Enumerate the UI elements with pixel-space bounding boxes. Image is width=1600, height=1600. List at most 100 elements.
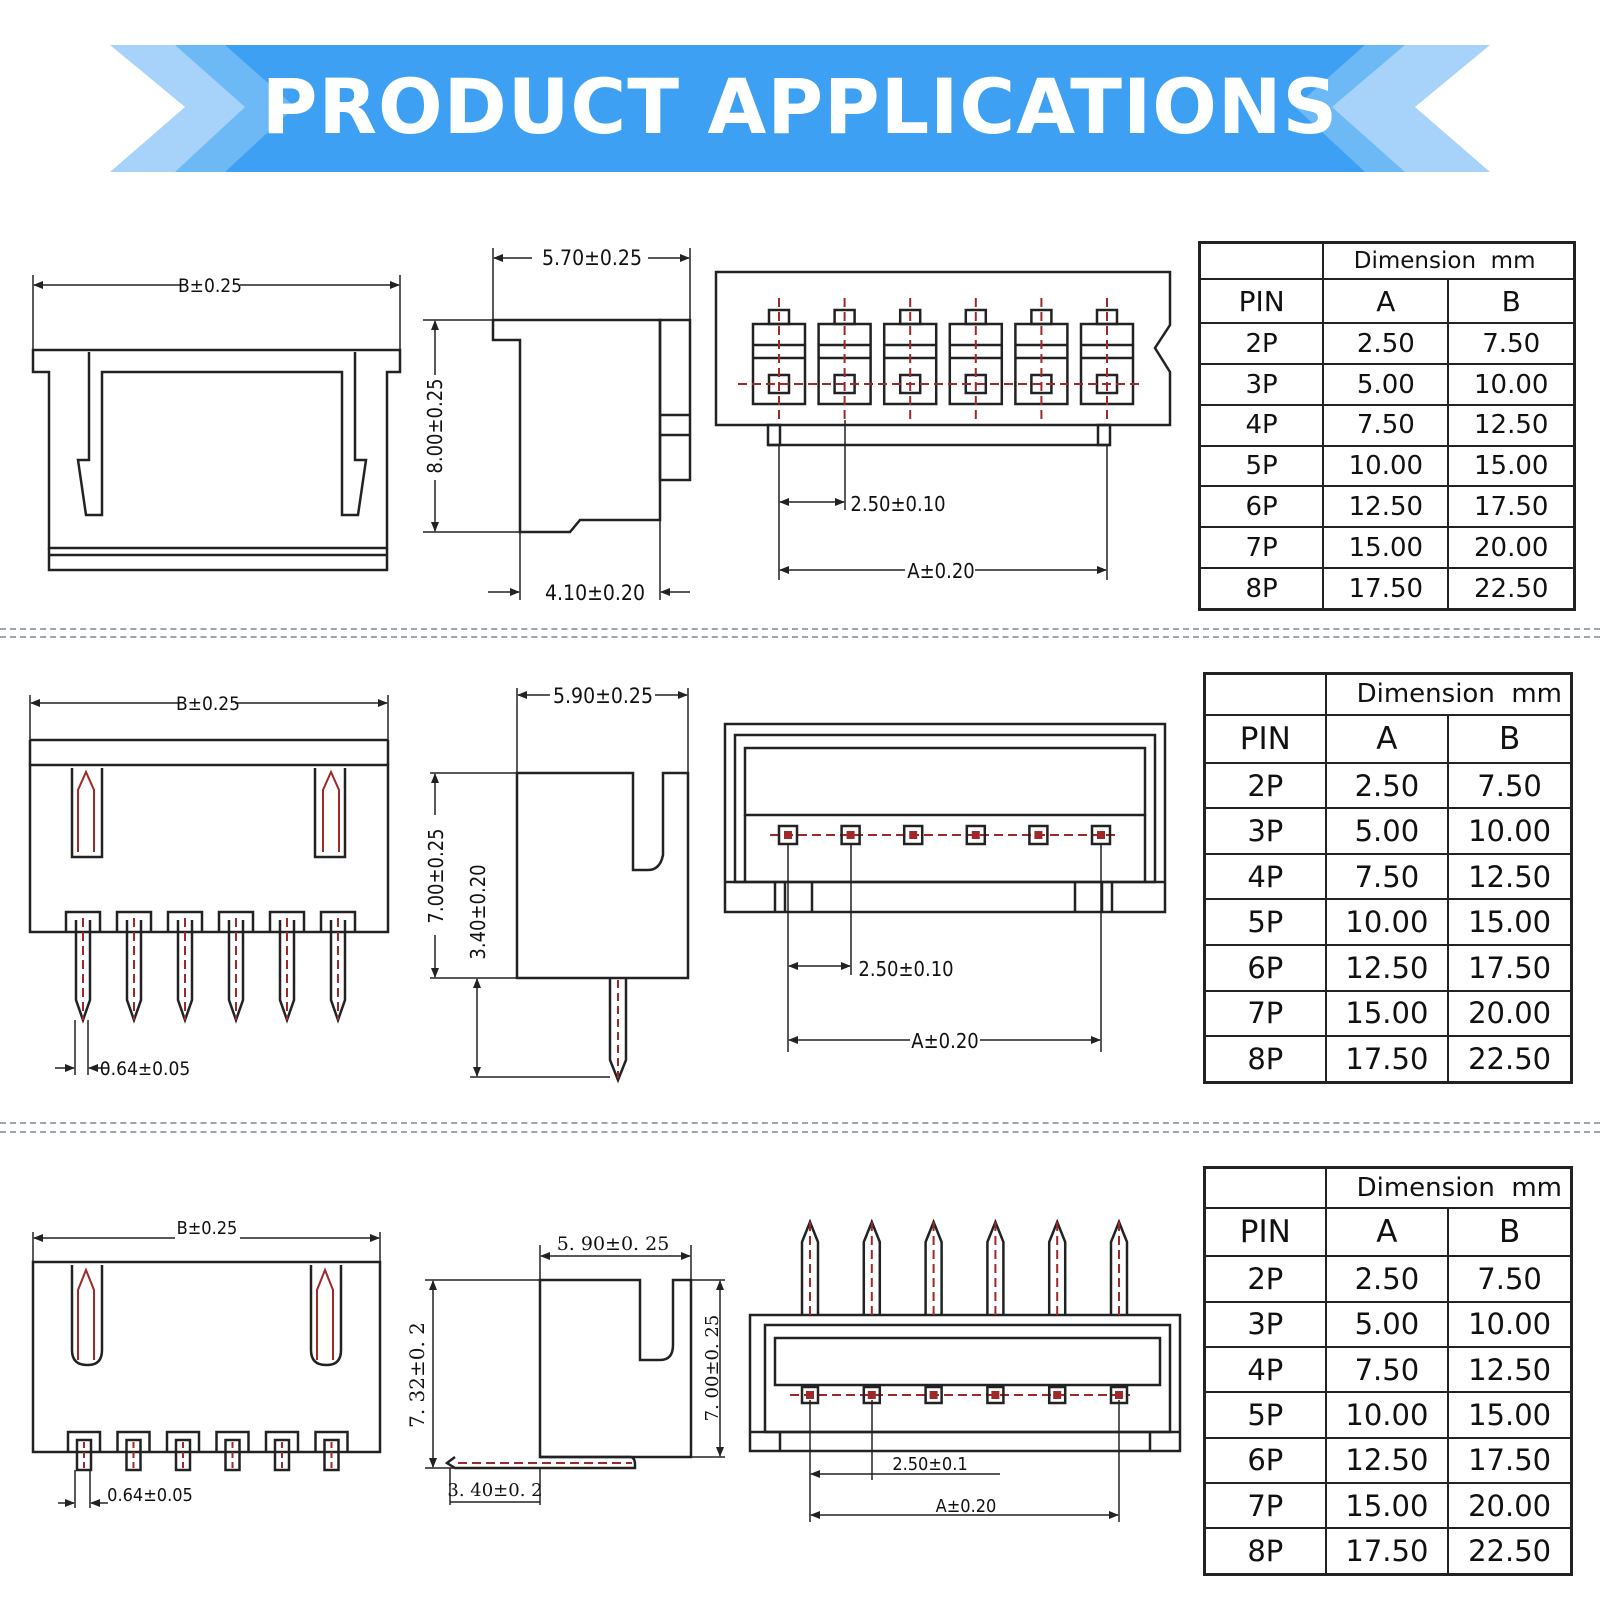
- s2-contact-core: [784, 831, 792, 839]
- s2-side-height-label: 7.00±0.25: [424, 828, 448, 923]
- table-cell: 17.50: [1447, 944, 1573, 992]
- table-cell: 5.00: [1322, 363, 1450, 406]
- table-cell: 10.00: [1447, 807, 1573, 855]
- s2-side-view: [430, 688, 690, 1084]
- table-header-a: A: [1324, 1207, 1450, 1258]
- s3-side-depth-label: 5. 90±0. 25: [557, 1233, 670, 1255]
- s3-contact-core: [929, 1391, 938, 1399]
- s3-pin-stub: [273, 1438, 291, 1472]
- s2-pin-shoulder: [115, 910, 153, 932]
- table-cell: 17.50: [1447, 1436, 1573, 1485]
- table-cell: 17.50: [1324, 1035, 1450, 1084]
- s2-top-view: [723, 722, 1167, 1052]
- table-cell: 2P: [1198, 322, 1325, 366]
- s3-contact: [1047, 1385, 1067, 1405]
- table-cell: 2.50: [1324, 1255, 1450, 1303]
- table-cell: 15.00: [1322, 526, 1450, 569]
- table-cell: 8P: [1198, 567, 1325, 611]
- s1-side-depth-label: 5.70±0.25: [542, 246, 642, 270]
- s2-pin-shoulder: [64, 910, 102, 932]
- s2-contact-core: [971, 831, 980, 839]
- table-cell: 15.00: [1324, 1482, 1450, 1530]
- table-cell: 15.00: [1324, 989, 1450, 1038]
- s2-contact: [840, 824, 861, 846]
- table-cell: 5P: [1198, 444, 1325, 488]
- s3-pin-shoulder: [165, 1430, 201, 1452]
- table-cell: 6P: [1198, 485, 1325, 529]
- s3-front-width-label: B±0.25: [177, 1218, 238, 1239]
- table-corner: [1203, 672, 1327, 716]
- table-cell: 20.00: [1447, 1482, 1573, 1530]
- s3-top-span-label: A±0.20: [936, 1496, 997, 1517]
- table-header-b: B: [1447, 277, 1576, 325]
- s2-contact: [1090, 824, 1112, 846]
- table-corner: [1203, 1166, 1327, 1210]
- s3-contact-core: [867, 1391, 876, 1399]
- s1-front-view: [31, 275, 402, 572]
- s2-pin-shoulder: [319, 910, 357, 932]
- table-cell: 3P: [1198, 363, 1325, 406]
- table-cell: 12.50: [1324, 944, 1450, 992]
- table-cell: 5.00: [1324, 807, 1450, 855]
- s2-side-depth-label: 5.90±0.25: [553, 684, 653, 708]
- table-cell: 22.50: [1447, 1035, 1573, 1084]
- s3-pin-shoulder: [66, 1430, 102, 1452]
- section-separator-2b: [0, 1131, 1600, 1133]
- s1-top-pitch-label: 2.50±0.10: [850, 492, 945, 516]
- s1-side-height-label: 8.00±0.25: [423, 378, 447, 473]
- s3-pin-stub: [224, 1438, 241, 1472]
- s3-pin-shoulder: [215, 1430, 250, 1452]
- s2-pin-shoulder: [217, 910, 255, 932]
- table-cell: 7P: [1198, 526, 1325, 569]
- table-cell: 5P: [1203, 898, 1327, 947]
- section-separator-2: [0, 1122, 1600, 1124]
- s2-top-pitch-label: 2.50±0.10: [858, 957, 953, 981]
- table-cell: 7.50: [1447, 322, 1576, 366]
- s2-top-span-label: A±0.20: [911, 1029, 978, 1053]
- s3-pin-stub: [75, 1438, 93, 1472]
- table-cell: 22.50: [1447, 567, 1576, 611]
- table-cell: 7P: [1203, 989, 1327, 1038]
- table-cell: 5.00: [1324, 1300, 1450, 1349]
- s3-top-pitch-label: 2.50±0.1: [892, 1454, 967, 1475]
- s3-pin-stub: [323, 1438, 340, 1472]
- s3-contact: [924, 1385, 943, 1405]
- table-header-pin: PIN: [1203, 713, 1327, 764]
- s2-pin-shoulder: [268, 910, 306, 932]
- s2-contact-core: [846, 831, 855, 839]
- table-cell: 10.00: [1324, 898, 1450, 947]
- table-cell: 7P: [1203, 1482, 1327, 1530]
- s2-contact: [777, 824, 799, 846]
- s1-side-base-label: 4.10±0.20: [545, 581, 645, 605]
- s2-contact-core: [1034, 831, 1043, 839]
- s3-pin-shoulder: [116, 1430, 151, 1452]
- table-header-a: A: [1324, 713, 1450, 764]
- table-caption: Dimension mm: [1324, 1166, 1573, 1210]
- table-cell: 3P: [1203, 807, 1327, 855]
- s3-side-pin-label: 3. 40±0. 2: [447, 1480, 542, 1501]
- table-cell: 12.50: [1324, 1436, 1450, 1485]
- table-header-b: B: [1447, 713, 1573, 764]
- table-cell: 6P: [1203, 944, 1327, 992]
- table-cell: 7.50: [1324, 1346, 1450, 1394]
- table-cell: 10.00: [1322, 444, 1450, 488]
- table-cell: 4P: [1198, 403, 1325, 447]
- table-cell: 12.50: [1447, 852, 1573, 901]
